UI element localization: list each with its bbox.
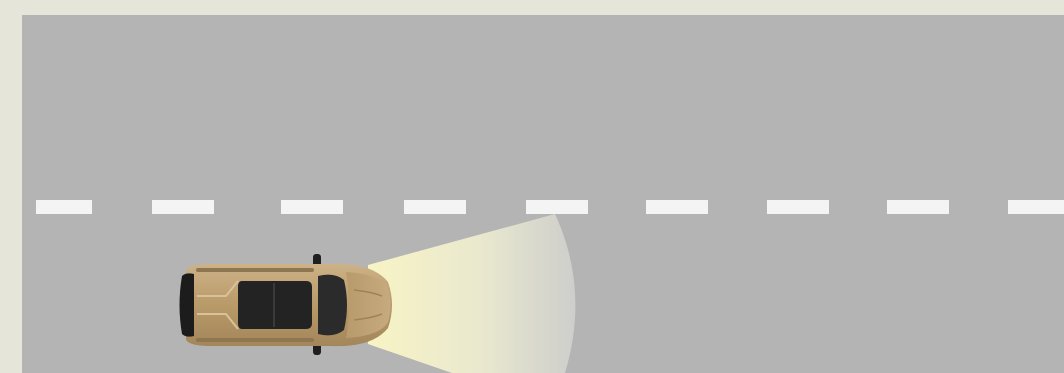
car-icon (180, 254, 393, 355)
lane-marking (36, 200, 1064, 214)
